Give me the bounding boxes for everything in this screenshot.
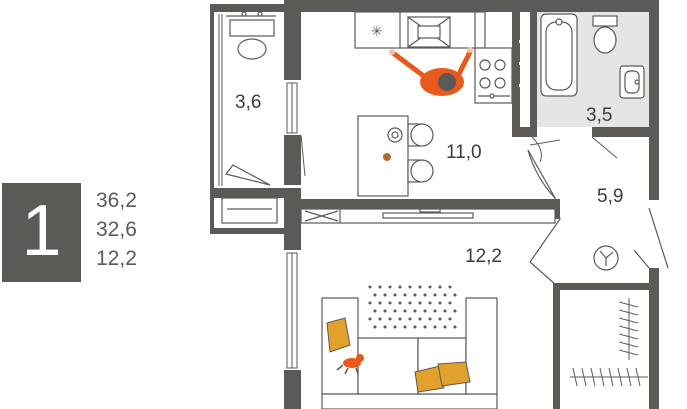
bathroom-wall-grid <box>519 40 529 87</box>
bathroom-door <box>529 136 618 163</box>
ceiling-light-icon <box>593 245 619 271</box>
sofa <box>321 297 498 409</box>
area-summary: 36,2 32,6 12,2 <box>96 186 137 273</box>
area-adjusted: 32,6 <box>96 218 137 241</box>
room-count-badge: 1 <box>2 183 81 282</box>
area-total: 36,2 <box>96 189 137 212</box>
room-area-balcony: 3,6 <box>235 92 262 113</box>
rug <box>362 282 462 338</box>
person-cooking-icon <box>389 47 473 96</box>
room-area-living: 12,2 <box>465 246 502 267</box>
tv-unit <box>300 208 556 224</box>
balcony-window <box>218 14 298 369</box>
room-count: 1 <box>21 191 62 271</box>
room-area-hallway: 5,9 <box>597 186 624 207</box>
room-area-kitchen: 11,0 <box>446 142 482 163</box>
room-area-bathroom: 3,5 <box>586 105 613 126</box>
wardrobe <box>570 298 648 387</box>
balcony-fixtures <box>221 11 278 224</box>
dog-icon <box>336 354 364 375</box>
fridge-icon: ✳ <box>371 23 383 39</box>
kitchen-door-swing <box>286 134 306 177</box>
dining-table <box>357 115 434 197</box>
walls <box>210 0 659 409</box>
bathroom-fixtures <box>540 13 645 99</box>
area-living: 12,2 <box>96 247 137 270</box>
kitchen-counter <box>354 11 513 104</box>
entry-door <box>527 149 669 286</box>
cup-icon <box>383 153 391 161</box>
pillows <box>326 317 471 393</box>
